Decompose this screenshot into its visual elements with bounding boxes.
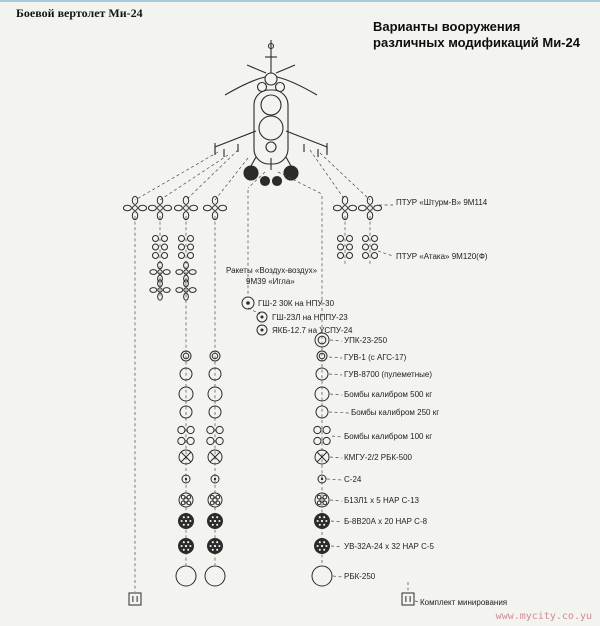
symbol-cross xyxy=(173,195,199,221)
helicopter-front-view-icon xyxy=(214,40,328,187)
symbol-circle2 xyxy=(180,350,192,362)
symbol-circle xyxy=(178,386,194,402)
symbol-circle-dot xyxy=(256,311,268,323)
weapon-label: Бомбы калибром 500 кг xyxy=(344,390,432,399)
weapon-symbols xyxy=(122,195,415,606)
symbol-pair xyxy=(206,436,224,446)
symbol-cross xyxy=(175,261,197,283)
weapon-label: Бомбы калибром 250 кг xyxy=(351,408,439,417)
symbol-cross xyxy=(357,195,383,221)
symbol-circle xyxy=(311,565,333,587)
symbol-tube5 xyxy=(178,492,194,508)
symbol-circle xyxy=(179,405,193,419)
weapon-label: КМГУ-2/2 РБК-500 xyxy=(344,453,413,462)
symbol-disc-dots xyxy=(178,538,194,554)
symbol-circle2 xyxy=(314,332,330,348)
symbol-circle-dot xyxy=(317,474,327,484)
symbol-disc-dots xyxy=(314,538,330,554)
symbol-disc-dots xyxy=(178,513,194,529)
symbol-dots6 xyxy=(178,235,194,259)
symbol-circle xyxy=(204,565,226,587)
weapon-label: УПК-23-250 xyxy=(344,336,388,345)
weapon-label: ГУВ-1 (с АГС-17) xyxy=(344,353,407,362)
weapon-label: ГУВ-8700 (пулеметные) xyxy=(344,370,432,379)
symbol-circle2 xyxy=(316,350,328,362)
symbol-cross xyxy=(149,279,171,301)
symbol-dots6 xyxy=(362,235,378,259)
symbol-circle xyxy=(179,367,193,381)
symbol-pair xyxy=(177,436,195,446)
symbol-circle-x xyxy=(314,449,330,465)
weapon-label: Бомбы калибром 100 кг xyxy=(344,432,432,441)
weapon-label: УВ-32А-24 х 32 НАР С-5 xyxy=(344,542,435,551)
scan-artifact-line xyxy=(0,0,600,2)
symbol-circle-dot xyxy=(181,474,191,484)
symbol-cross xyxy=(175,279,197,301)
weapon-label: ПТУР «Атака» 9М120(Ф) xyxy=(396,252,488,261)
weapon-label: С-24 xyxy=(344,475,362,484)
symbol-circle xyxy=(208,367,222,381)
symbol-cross xyxy=(149,261,171,283)
weapon-label: Ракеты «Воздух-воздух» xyxy=(226,266,318,275)
symbol-tube5 xyxy=(207,492,223,508)
symbol-circle-dot xyxy=(241,296,255,310)
weapon-label: Б-8В20А х 20 НАР С-8 xyxy=(344,517,428,526)
guide-lines xyxy=(134,149,420,603)
symbol-circle xyxy=(207,386,223,402)
weapon-label: ПТУР «Штурм-В» 9М114 xyxy=(396,198,488,207)
symbol-cross xyxy=(202,195,228,221)
symbol-pair xyxy=(177,425,195,435)
symbol-circle xyxy=(208,405,222,419)
symbol-disc-dots xyxy=(207,513,223,529)
symbol-tube5 xyxy=(314,492,330,508)
symbol-disc-dots xyxy=(314,513,330,529)
page-title-left: Боевой вертолет Ми-24 xyxy=(16,6,143,20)
symbol-disc-dots xyxy=(207,538,223,554)
symbol-dots6 xyxy=(152,235,168,259)
weapon-label: 9М39 «Игла» xyxy=(246,277,295,286)
symbol-circle2 xyxy=(209,350,221,362)
symbol-cross xyxy=(332,195,358,221)
weapon-label: РБК-250 xyxy=(344,572,376,581)
symbol-circle xyxy=(314,386,330,402)
symbol-square xyxy=(128,592,142,606)
symbol-circle-x xyxy=(207,449,223,465)
page-title-right: Варианты вооружения различных модификаци… xyxy=(373,19,593,52)
weapon-label: ГШ-23Л на НППУ-23 xyxy=(272,313,348,322)
symbol-circle-dot xyxy=(210,474,220,484)
symbol-circle xyxy=(315,367,329,381)
symbol-square xyxy=(401,592,415,606)
symbol-pair xyxy=(313,425,331,435)
symbol-dots6 xyxy=(337,235,353,259)
weapon-label: Комплект минирования xyxy=(420,598,507,607)
symbol-circle xyxy=(175,565,197,587)
weapon-label: ЯКБ-12.7 на УСПУ-24 xyxy=(272,326,353,335)
symbol-pair xyxy=(206,425,224,435)
page-title-right-line1: Варианты вооружения xyxy=(373,19,521,34)
symbol-circle xyxy=(315,405,329,419)
symbol-pair xyxy=(313,436,331,446)
page-title-right-line2: различных модификаций Ми-24 xyxy=(373,35,580,51)
weapon-label: ГШ-2 30К на НПУ-30 xyxy=(258,299,335,308)
watermark: www.mycity.co.yu xyxy=(495,611,592,622)
symbol-cross xyxy=(122,195,148,221)
weapon-label: Б13Л1 х 5 НАР С-13 xyxy=(344,496,420,505)
symbol-cross xyxy=(147,195,173,221)
symbol-circle-dot xyxy=(256,324,268,336)
symbol-circle-x xyxy=(178,449,194,465)
